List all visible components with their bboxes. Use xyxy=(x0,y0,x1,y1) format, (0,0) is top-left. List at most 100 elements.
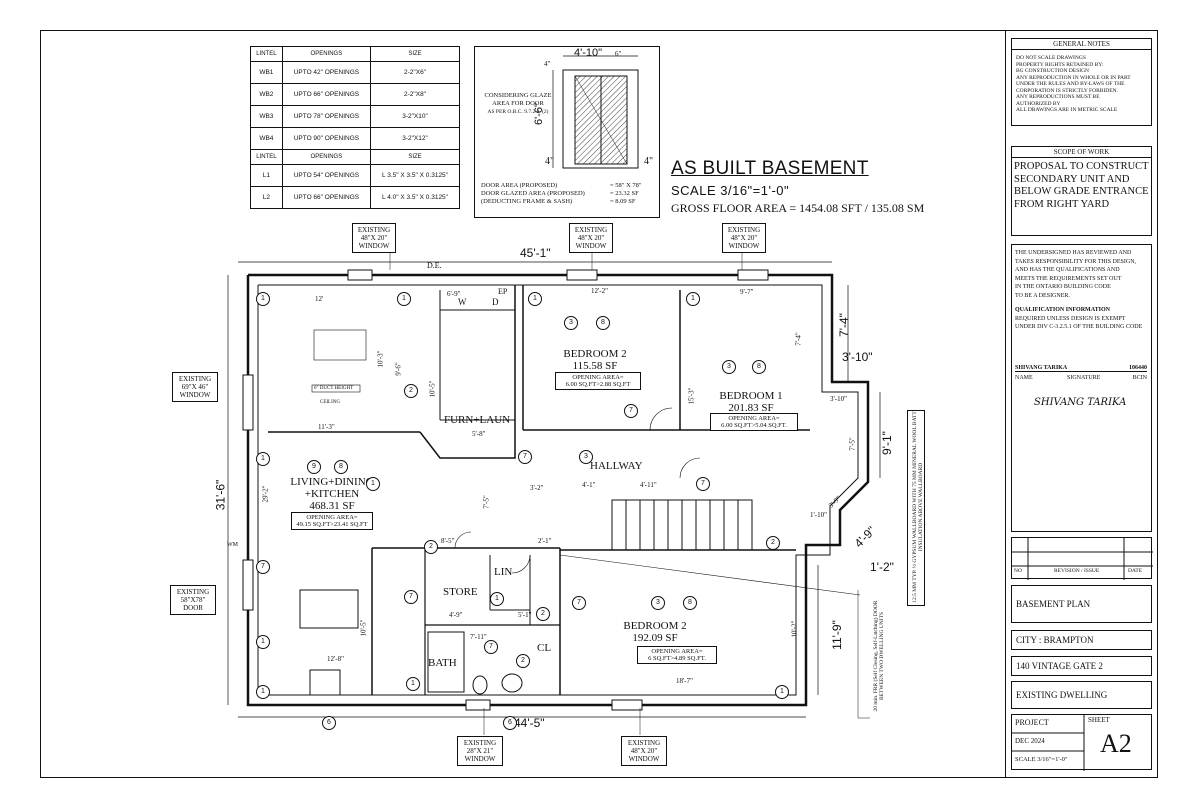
rev-issue-header: REVISION / ISSUE xyxy=(1054,568,1100,574)
room-dim: 4'-9" xyxy=(449,611,463,619)
marker-7: 8 xyxy=(683,596,697,610)
marker-7: 8 xyxy=(752,360,766,374)
address-text: 140 VINTAGE GATE 2 xyxy=(1016,661,1103,671)
sheet-number: A2 xyxy=(1100,729,1132,758)
room-dim: 12'-2" xyxy=(591,287,608,295)
plan-name-box: BASEMENT PLAN xyxy=(1011,585,1152,623)
qual-line: UNDER DIV C-3.2.5.1 OF THE BUILDING CODE xyxy=(1015,324,1143,330)
room-dim: 7'-5" xyxy=(848,437,857,451)
marker-7: 8 xyxy=(596,316,610,330)
room-area: 468.31 SF xyxy=(309,500,355,512)
tag-line: 48"X 20" xyxy=(730,234,758,242)
tag-line: 48"X 20" xyxy=(630,747,658,755)
room-name: BEDROOM 1 xyxy=(719,390,783,402)
marker-10: 7 xyxy=(696,477,710,491)
room-dim: 7'-11" xyxy=(470,633,487,641)
tag-line: WINDOW xyxy=(358,242,390,250)
tag-line: 28"X 21" xyxy=(466,747,494,755)
project-sheet-box: PROJECT DEC 2024 SCALE 3/16"=1'-0" SHEET… xyxy=(1011,714,1152,771)
area-value: = 58" X 78" xyxy=(610,182,642,189)
marker-1: 1 xyxy=(256,292,270,306)
glazing-top-small: 4" xyxy=(544,60,551,68)
area-label: DOOR AREA (PROPOSED) xyxy=(481,182,558,189)
room-name: +KITCHEN xyxy=(304,488,360,500)
drawing-scale: SCALE 3/16"=1'-0" xyxy=(671,183,790,198)
note-line: CORPORATION IS STRICTLY FORBIDEN. xyxy=(1016,87,1118,94)
opening-area-bed2-top: OPENING AREA=6.00 SQ.FT>2.88 SQ.FT xyxy=(555,372,641,390)
qual-title: QUALIFICATION INFORMATION xyxy=(1015,307,1110,313)
room-area: 192.09 SF xyxy=(632,632,678,644)
fire-note-text: 20 min. FRR (Self Closing, Self-Latching… xyxy=(873,600,885,712)
glazing-bot-right: 4" xyxy=(644,156,654,167)
opening-line: OPENING AREA= xyxy=(651,648,703,655)
duct-label: 6" DUCT HEIGHT xyxy=(314,386,354,391)
tag-line: WINDOW xyxy=(575,242,607,250)
opening-area-bed2-bottom: OPENING AREA=6 SQ.FT>4.89 SQ.FT. xyxy=(637,646,717,664)
room-lin: LIN xyxy=(494,566,513,578)
dim-overall-width: 45'-1" xyxy=(520,246,551,260)
note-line: PROPERTY RIGHTS RETAINED BY: xyxy=(1016,61,1104,68)
room-bath: BATH xyxy=(428,657,457,669)
marker-6: 6 xyxy=(322,716,336,730)
marker-2: 2 xyxy=(536,607,550,621)
room-dim: 10'-5" xyxy=(359,619,368,637)
note-line: AUTHORIZED BY xyxy=(1016,100,1061,107)
general-notes-lines: DO NOT SCALE DRAWINGS PROPERTY RIGHTS RE… xyxy=(1012,50,1151,119)
statement-line: THE UNDERSIGNED HAS REVIEWED AND xyxy=(1015,250,1132,256)
marker-1: 1 xyxy=(775,685,789,699)
note-line: ANY REPRODUCTIONS MUST BE xyxy=(1016,94,1100,100)
glazing-side-small: 6" xyxy=(615,50,622,58)
marker-10: 7 xyxy=(572,596,586,610)
note-line: UNDER THE RULES AND BY-LAWS OF THE xyxy=(1016,81,1125,87)
designer-labels: NAME SIGNATURE BCIN xyxy=(1015,375,1147,381)
room-dim: 9'-6" xyxy=(394,362,403,376)
wm-label: WM xyxy=(227,542,238,548)
label-name: NAME xyxy=(1015,375,1033,381)
marker-1: 1 xyxy=(490,592,504,606)
drawing-title: AS BUILT BASEMENT xyxy=(671,158,869,179)
room-dim: 3'-10" xyxy=(830,395,847,403)
opening-line: 49.15 SQ.FT>23.41 SQ.FT xyxy=(296,521,368,528)
marker-2: 2 xyxy=(404,384,418,398)
tag-line: WINDOW xyxy=(464,755,496,763)
marker-1: 1 xyxy=(397,292,411,306)
note-line: ANY REPRODUCTION IN WHOLE OR IN PART xyxy=(1016,74,1131,81)
room-dim: 10'-2" xyxy=(790,620,799,638)
de-label: D.E. xyxy=(427,261,442,270)
ep-label: EP xyxy=(498,287,508,296)
room-area: 115.58 SF xyxy=(572,360,618,372)
marker-1: 1 xyxy=(256,635,270,649)
general-notes-title: GENERAL NOTES xyxy=(1012,39,1151,50)
dim-right-a: 7'-4" xyxy=(836,313,851,337)
marker-2: 2 xyxy=(424,540,438,554)
room-living: LIVING+DINING +KITCHEN 468.31 SF xyxy=(287,476,377,512)
room-dim: 12' xyxy=(315,295,324,303)
dim-overall-bottom: 44'-5" xyxy=(514,716,545,730)
designer-name-row: SHIVANG TARIKA 106440 xyxy=(1015,365,1147,372)
room-dim: 8'-5" xyxy=(441,537,455,545)
opening-line: 6 SQ.FT>4.89 SQ.FT. xyxy=(648,655,706,662)
room-dim: 10'-3" xyxy=(376,350,385,368)
marker-7: 8 xyxy=(334,460,348,474)
tag-line: EXISTING xyxy=(357,226,391,234)
area-label: DOOR GLAZED AREA (PROPOSED) xyxy=(481,190,585,197)
room-hallway: HALLWAY xyxy=(590,460,643,472)
drawing-sheet-border xyxy=(40,30,1158,778)
room-dim: 3'-2" xyxy=(530,484,544,492)
revision-grid xyxy=(1012,538,1153,580)
area-value: = 23.32 SF xyxy=(610,190,639,197)
marker-1: 1 xyxy=(366,477,380,491)
room-dim: 11'-3" xyxy=(318,423,335,431)
marker-10: 7 xyxy=(256,560,270,574)
room-bedroom2-top: BEDROOM 2 115.58 SF xyxy=(560,348,630,372)
gross-floor-area: GROSS FLOOR AREA = 1454.08 SFT / 135.08 … xyxy=(671,201,925,215)
washer-label: W xyxy=(458,297,467,307)
room-dim: 7'-4" xyxy=(794,332,803,346)
designer-name: SHIVANG TARIKA xyxy=(1015,365,1068,371)
glazing-note: CONSIDERING GLAZE AREA FOR DOOR AS PER O… xyxy=(478,92,558,116)
